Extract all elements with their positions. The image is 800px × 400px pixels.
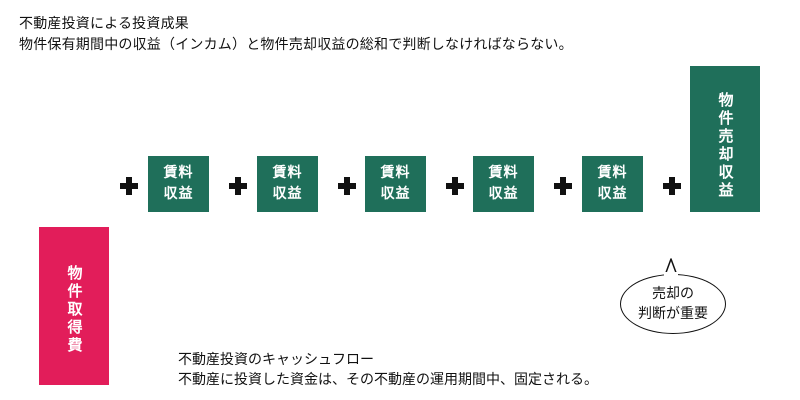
plus-icon [554, 177, 572, 195]
cash-flow-description: 不動産に投資した資金は、その不動産の運用期間中、固定される。 [178, 372, 598, 388]
rental-income-box: 賃料 収益 [473, 156, 534, 212]
income-box-line1: 賃料 [380, 165, 411, 181]
income-box-line1: 賃料 [272, 165, 303, 181]
income-box-line2: 収益 [380, 186, 411, 202]
plus-icon [229, 177, 247, 195]
income-box-line2: 収益 [488, 186, 519, 202]
income-box-line2: 収益 [163, 186, 194, 202]
rental-income-box: 賃料 収益 [582, 156, 643, 212]
plus-icon [120, 177, 138, 195]
sale-judgment-bubble: 売却の 判断が重要 [620, 274, 726, 334]
income-box-line1: 賃料 [163, 165, 194, 181]
income-box-line2: 収益 [272, 186, 303, 202]
bubble-line2: 判断が重要 [638, 306, 708, 322]
income-box-line1: 賃料 [488, 165, 519, 181]
income-box-line2: 収益 [597, 186, 628, 202]
income-box-line1: 賃料 [597, 165, 628, 181]
header-subtitle: 物件保有期間中の収益（インカム）と物件売却収益の総和で判断しなければならない。 [19, 37, 573, 53]
plus-icon [663, 177, 681, 195]
cash-flow-caption: 不動産投資のキャッシュフロー 不動産に投資した資金は、その不動産の運用期間中、固… [178, 350, 598, 390]
cash-flow-title: 不動産投資のキャッシュフロー [178, 352, 374, 368]
sale-box-label: 物件売却収益 [716, 92, 735, 200]
acquisition-cost-box: 物件取得費 [39, 227, 109, 385]
plus-icon [446, 177, 464, 195]
rental-income-box: 賃料 収益 [365, 156, 426, 212]
rental-income-box: 賃料 収益 [257, 156, 318, 212]
property-sale-box: 物件売却収益 [690, 66, 760, 212]
rental-income-box: 賃料 収益 [148, 156, 209, 212]
acquisition-box-label: 物件取得費 [65, 265, 84, 355]
plus-icon [338, 177, 356, 195]
bubble-tail-cover [664, 272, 678, 278]
bubble-line1: 売却の [652, 286, 694, 302]
diagram-header: 不動産投資による投資成果 物件保有期間中の収益（インカム）と物件売却収益の総和で… [19, 14, 573, 56]
header-title: 不動産投資による投資成果 [19, 16, 189, 32]
